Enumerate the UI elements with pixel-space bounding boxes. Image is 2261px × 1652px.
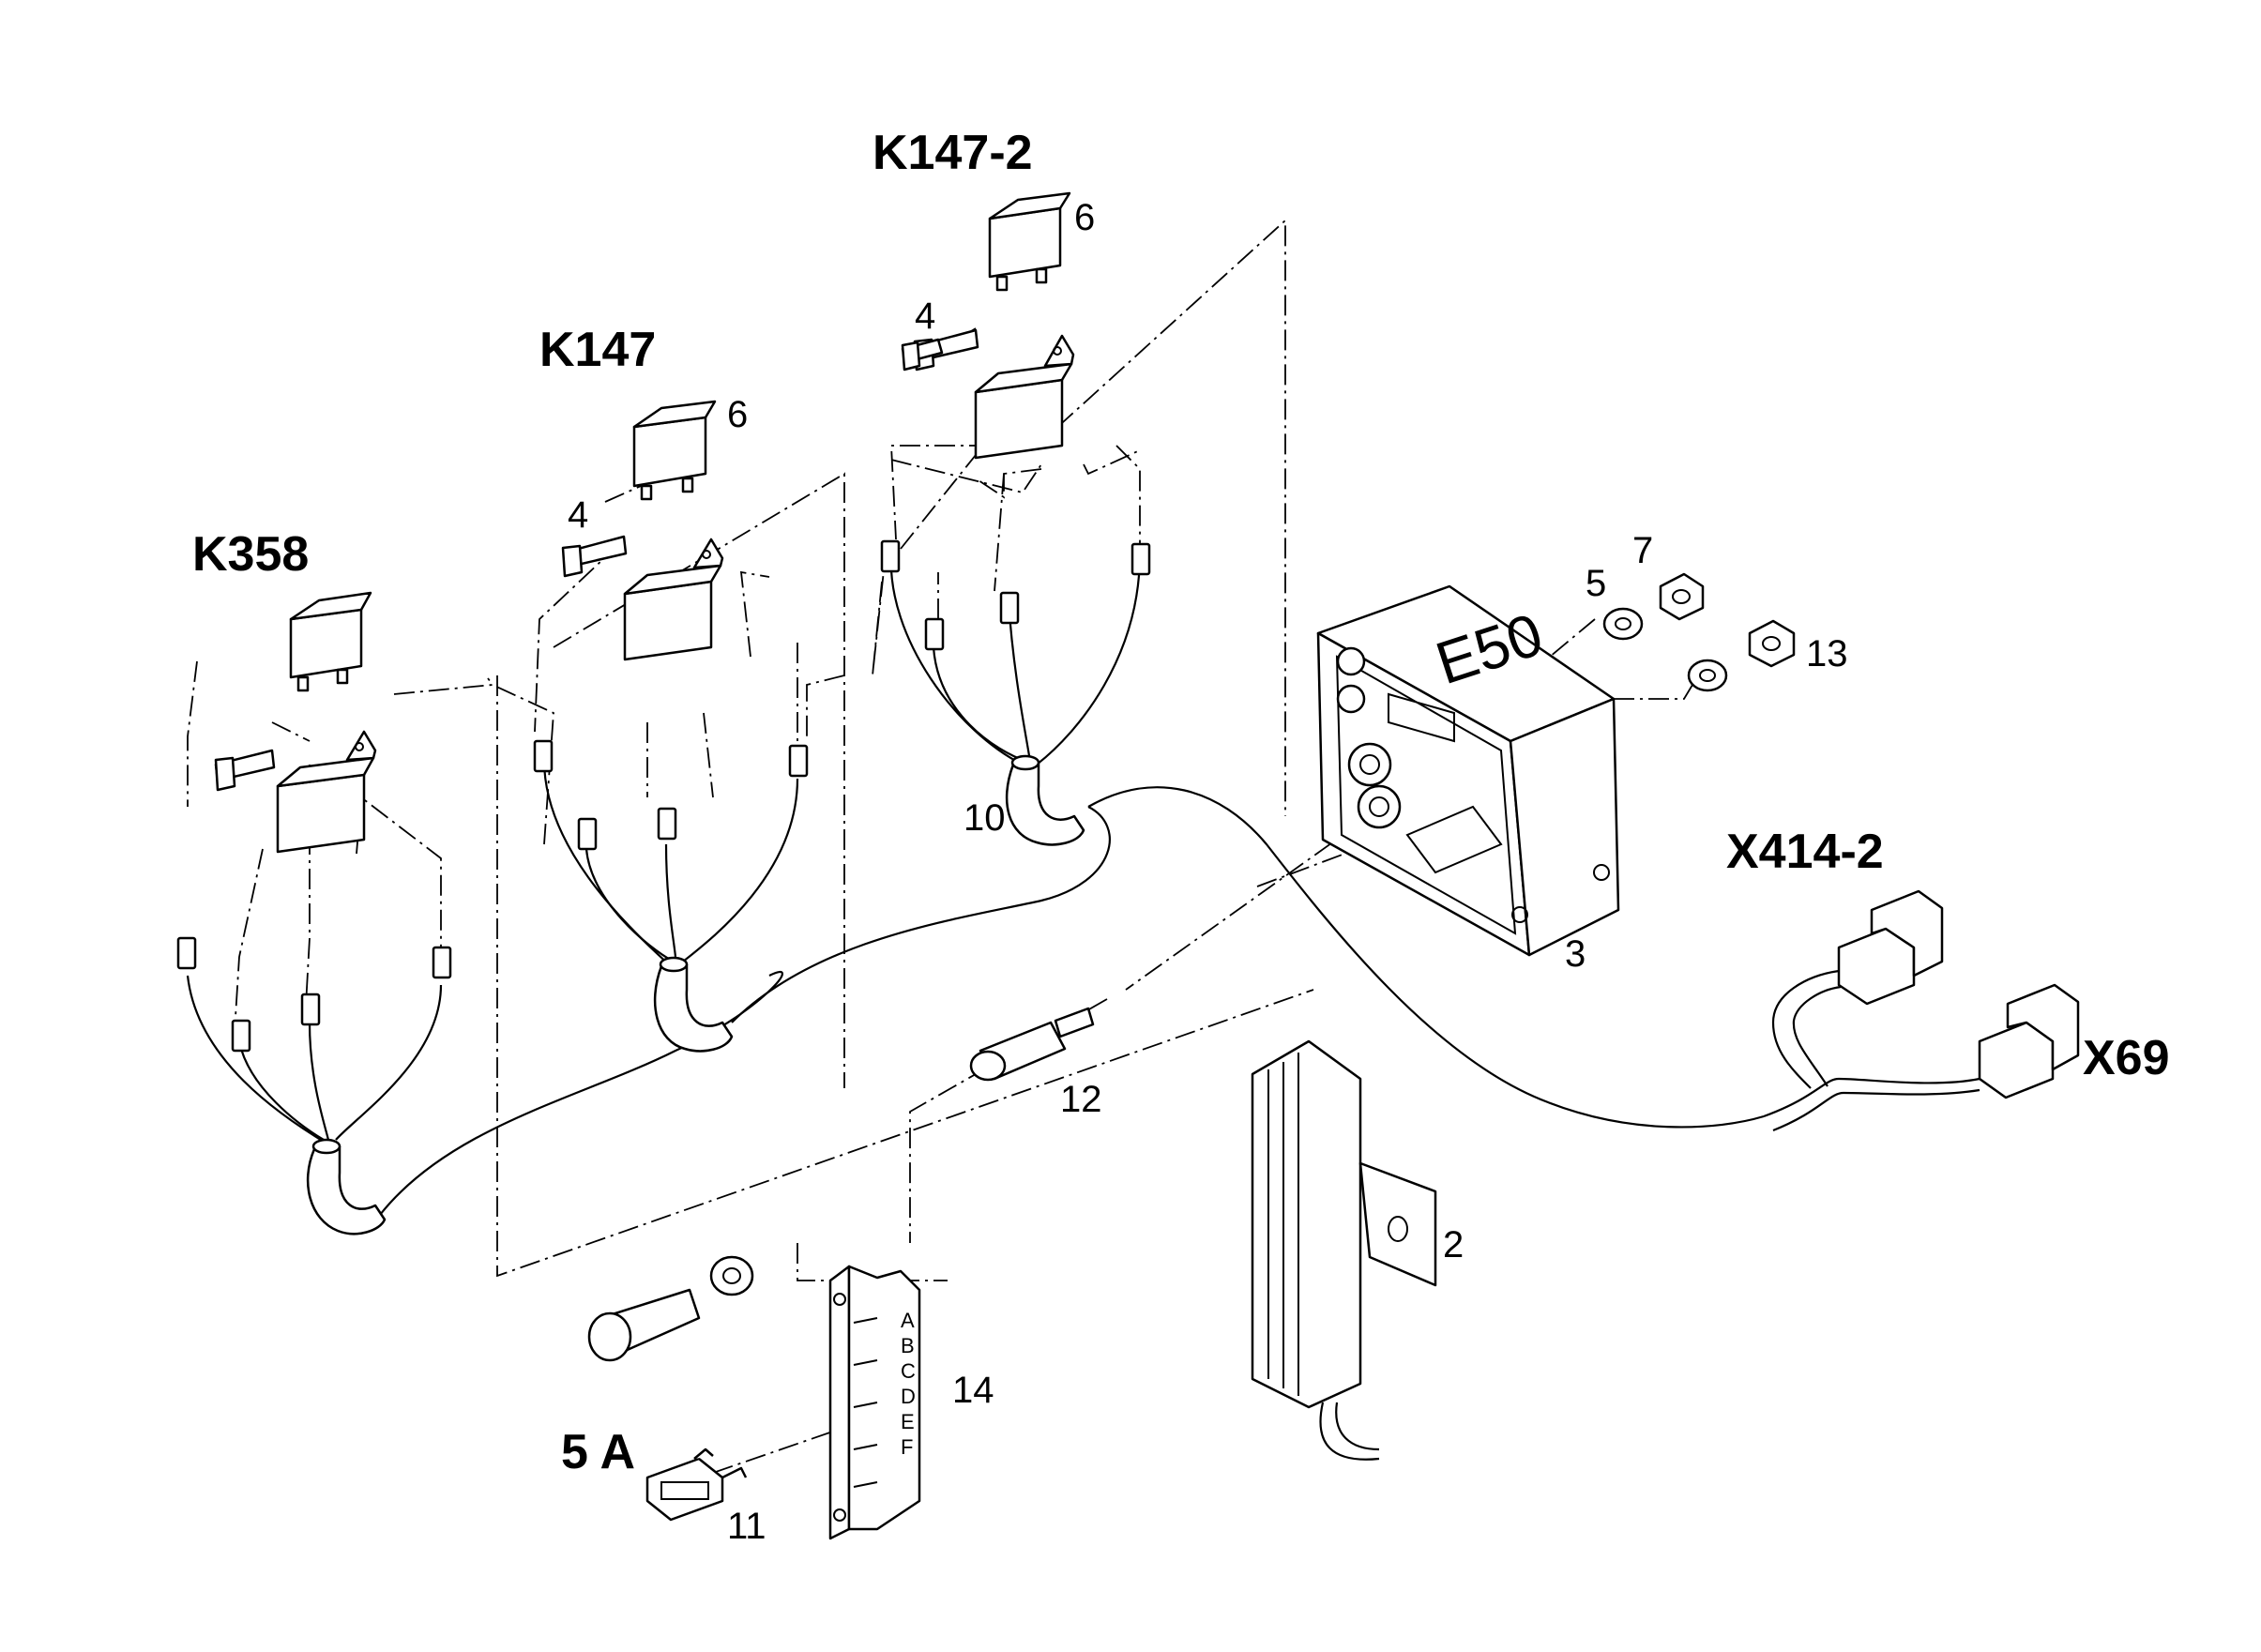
item-4-k147-2: 4 — [915, 296, 935, 337]
spacer-12 — [969, 1007, 1095, 1082]
slot-e: E — [901, 1410, 915, 1433]
terminals — [176, 539, 1151, 1053]
wiring-harness — [186, 553, 1980, 1216]
relay-k358 — [214, 591, 377, 854]
item-12: 12 — [1060, 1079, 1102, 1120]
label-x414-2: X414-2 — [1726, 825, 1884, 879]
item-number-labels: 6 6 4 4 5 7 13 3 10 12 2 14 11 — [568, 197, 1848, 1547]
item-10: 10 — [964, 797, 1006, 839]
item-3: 3 — [1565, 933, 1586, 975]
item-4-k147: 4 — [568, 494, 588, 536]
slot-c: C — [901, 1359, 916, 1383]
slot-d: D — [901, 1385, 916, 1408]
item-6-k147-2: 6 — [1074, 197, 1095, 238]
relay-k147 — [561, 400, 724, 661]
item-13: 13 — [1806, 633, 1848, 674]
slot-f: F — [901, 1435, 913, 1459]
item-7: 7 — [1632, 530, 1653, 571]
item-11: 11 — [727, 1506, 766, 1547]
slot-b: B — [901, 1334, 915, 1357]
fuse-11 — [645, 1447, 748, 1522]
resistor-2 — [1251, 1039, 1437, 1461]
cable-sleeves — [306, 754, 1085, 1235]
label-k147: K147 — [539, 323, 656, 377]
label-fuse-rating: 5 A — [561, 1425, 635, 1479]
label-k358: K358 — [192, 527, 309, 582]
item-6-k147: 6 — [727, 394, 748, 435]
item-2: 2 — [1443, 1224, 1464, 1266]
designation-labels: K358 K147 K147-2 X414-2 X69 5 A — [192, 126, 2170, 1479]
fasteners — [901, 338, 1796, 692]
connectors — [1837, 889, 2080, 1099]
item-5: 5 — [1586, 563, 1606, 604]
label-x69: X69 — [2083, 1031, 2170, 1085]
junction-box-e50: E50 — [1316, 584, 1620, 957]
slot-a: A — [901, 1309, 915, 1332]
label-k147-2: K147-2 — [873, 126, 1033, 180]
item-14: 14 — [952, 1370, 994, 1411]
fuse-holder-14: A B C D E F — [587, 1255, 921, 1540]
relay-k147-2 — [913, 191, 1075, 460]
